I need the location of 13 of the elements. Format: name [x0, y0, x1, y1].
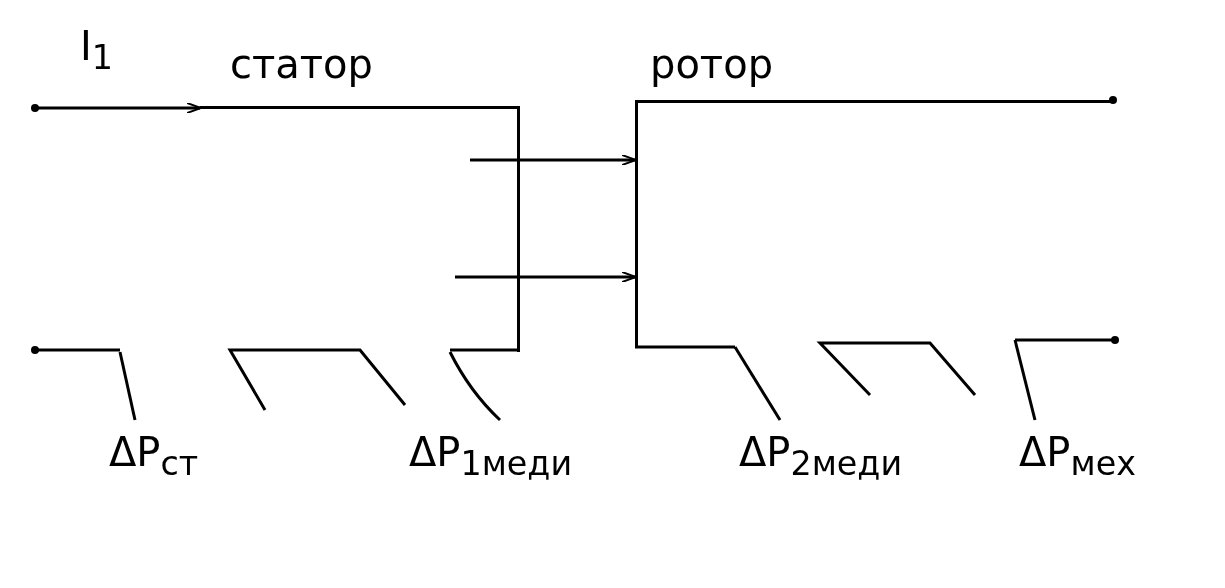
loss-label: ΔP$_{мех}$ — [1015, 420, 1215, 492]
branch-connector — [118, 351, 137, 421]
branch-connector — [448, 351, 502, 422]
section-heading: ротор — [650, 40, 774, 88]
branch-connector — [1013, 339, 1037, 421]
loss-label: ΔP$_{1меди}$ — [405, 420, 655, 492]
loss-label: ΔP$_{ст}$ — [105, 420, 275, 492]
arrow — [455, 271, 637, 283]
arrow — [470, 154, 637, 166]
section-heading: статор — [230, 40, 373, 88]
branch-connector — [733, 346, 782, 421]
arrow — [35, 102, 202, 114]
loss-label: ΔP$_{2меди}$ — [735, 420, 1005, 492]
